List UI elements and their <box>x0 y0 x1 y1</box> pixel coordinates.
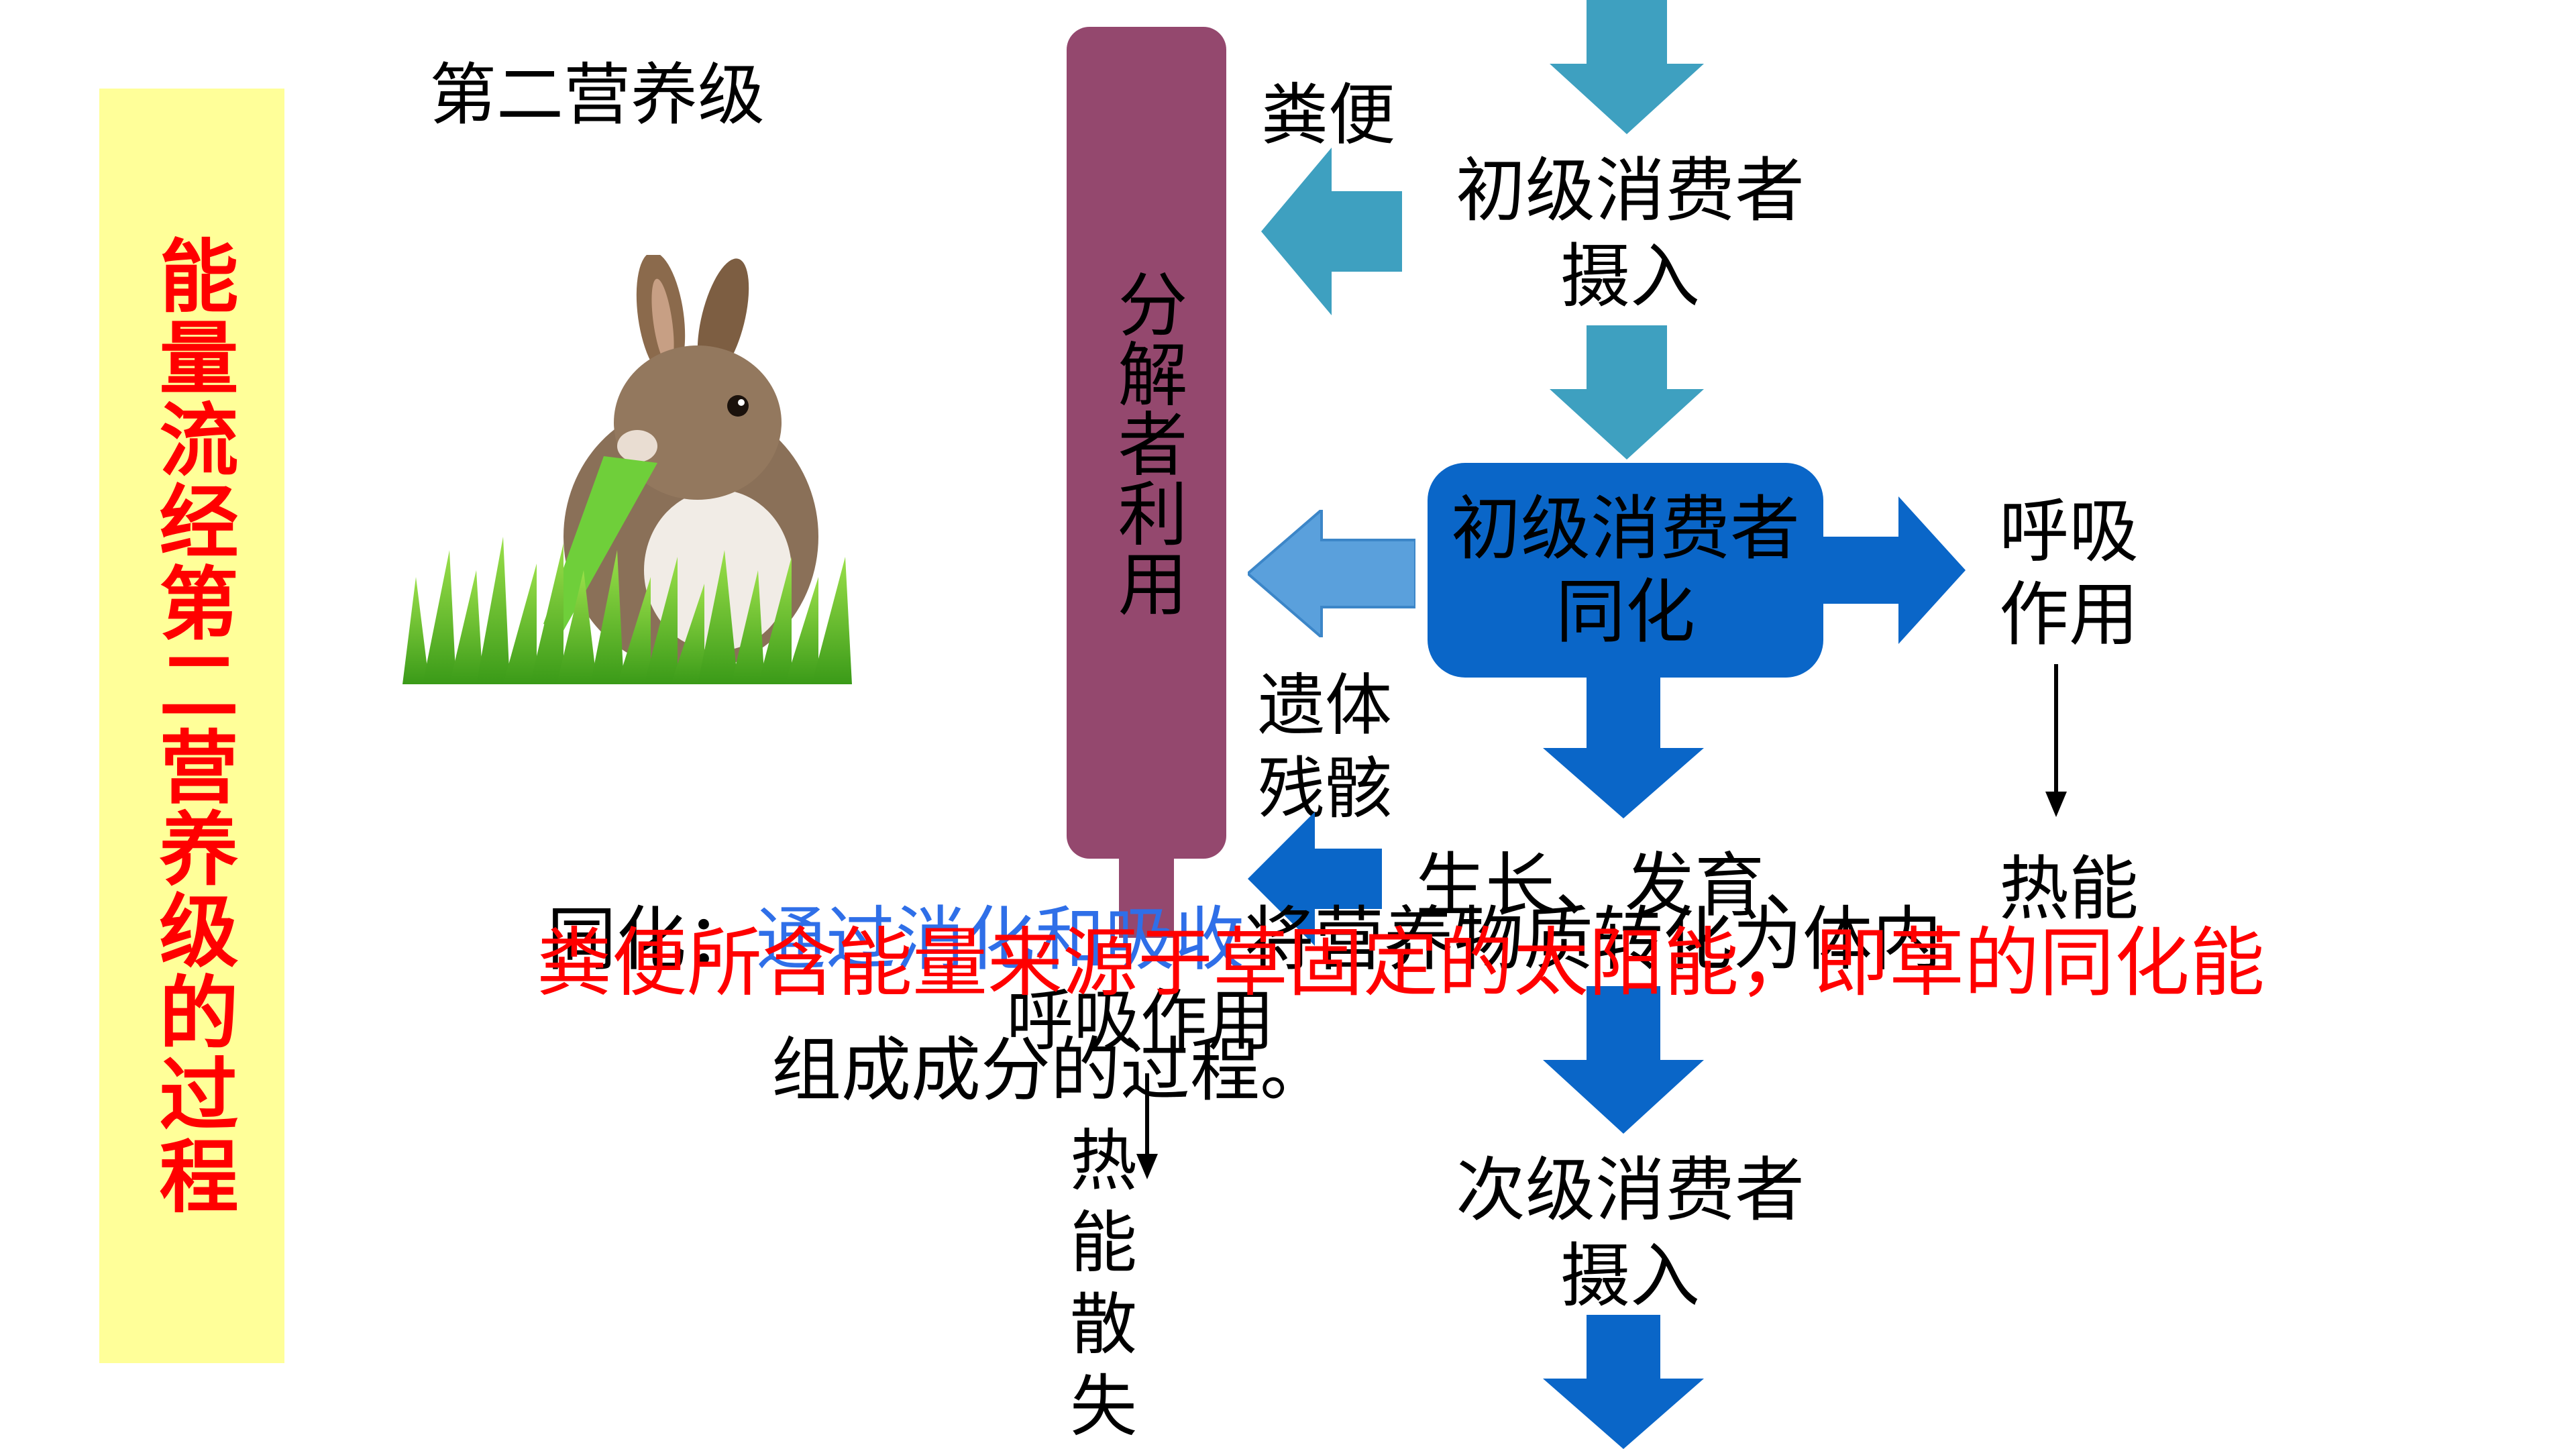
arrow-down-bottom-icon <box>1543 1315 1704 1449</box>
assimilation-line-1: 初级消费者 <box>1450 488 1800 570</box>
assimilation-box: 初级消费者 同化 <box>1428 463 1823 678</box>
secondary-intake-line-1: 次级消费者 <box>1455 1149 1805 1231</box>
respiration-label: 呼吸 作用 <box>1999 490 2139 656</box>
side-title: 能量流经第二营养级的过程 <box>99 89 284 1363</box>
respiration-line-1: 呼吸 <box>1999 490 2139 572</box>
heat-loss-char-3: 散 <box>1070 1285 1137 1364</box>
assim-definition-term: 同化： <box>547 898 757 980</box>
respiration-lower-label: 呼吸作用 <box>1006 981 1275 1060</box>
arrow-down-growth-icon <box>1543 678 1704 818</box>
respiration-line-2: 作用 <box>1999 574 2139 655</box>
level-title: 第二营养级 <box>429 56 765 134</box>
overlay-note: 粪便所含能量来源于草固定的太阳能，即草的同化能 <box>537 920 2265 1007</box>
remains-line-2: 残骸 <box>1258 749 1392 828</box>
feces-label: 粪便 <box>1261 76 1395 154</box>
arrow-left-remains-icon <box>1248 812 1382 946</box>
rabbit-eating-grass-image <box>402 255 852 684</box>
secondary-intake-label: 次级消费者 摄入 <box>1422 1147 1838 1319</box>
respiration-to-heat-arrow-icon <box>2045 664 2067 817</box>
intake-line-2: 摄入 <box>1560 235 1700 317</box>
arrow-down-assim-icon <box>1550 325 1704 460</box>
heat-loss-label: 热 能 散 失 <box>1067 1120 1140 1448</box>
intake-line-1: 初级消费者 <box>1455 150 1805 231</box>
assim-definition-mid: 将营养物质转化为体内 <box>1244 898 1943 980</box>
respiration-lower-arrow-icon <box>1136 1073 1158 1179</box>
arrow-down-secondary-icon <box>1543 986 1704 1134</box>
remains-line-1: 遗体 <box>1258 666 1392 745</box>
secondary-intake-line-2: 摄入 <box>1560 1235 1700 1317</box>
intake-label: 初级消费者 摄入 <box>1422 148 1838 319</box>
feces-arrow-left-icon <box>1261 148 1402 315</box>
arrow-down-top-icon <box>1550 0 1704 134</box>
decomposer-bar-stem <box>1119 857 1174 938</box>
assim-definition-line-2: 组成成分的过程。 <box>771 1029 1330 1111</box>
heat-loss-char-1: 热 <box>1070 1122 1137 1200</box>
decomposer-label: 分解者利用 <box>1106 268 1187 617</box>
heat-loss-char-4: 失 <box>1070 1367 1137 1446</box>
arrow-left-decomposer-icon <box>1248 510 1415 637</box>
remains-label: 遗体 残骸 <box>1258 664 1392 830</box>
decomposer-bar: 分解者利用 <box>1067 27 1226 859</box>
arrow-right-respiration-icon <box>1811 496 1966 644</box>
side-title-text: 能量流经第二营养级的过程 <box>146 235 238 1217</box>
assimilation-line-2: 同化 <box>1555 571 1695 653</box>
assim-definition-line-1: 同化：通过消化和吸收将营养物质转化为体内 <box>547 882 1942 983</box>
assim-definition-blue: 通过消化和吸收 <box>756 898 1245 980</box>
heat-right-label: 热能 <box>1999 848 2139 930</box>
heat-loss-char-2: 能 <box>1070 1203 1137 1282</box>
growth-label: 生长、发育、 <box>1415 845 1835 926</box>
